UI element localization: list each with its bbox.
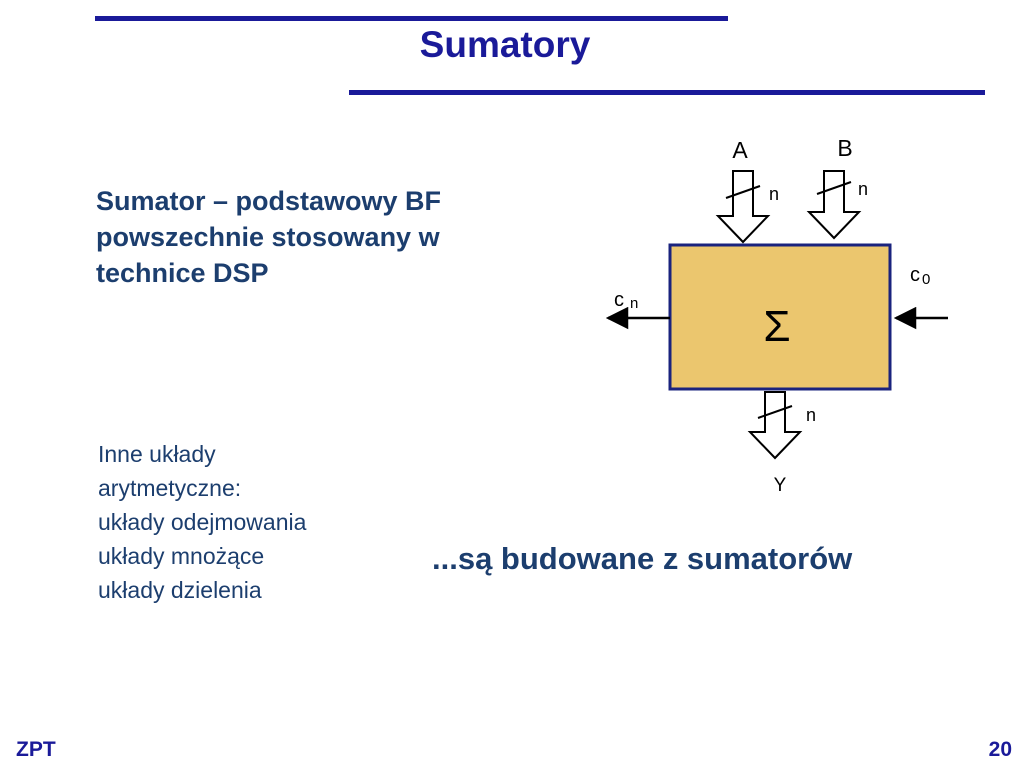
- carry-in-subscript: 0: [922, 271, 930, 288]
- carry-out-subscript: n: [630, 295, 638, 312]
- input-b-label: B: [837, 135, 852, 161]
- other-circuits-line: układy dzielenia: [98, 577, 262, 603]
- input-b-bus-arrow: [806, 170, 862, 240]
- output-y-bus-slash: [757, 405, 793, 419]
- other-circuits-line: układy mnożące: [98, 543, 265, 569]
- input-b-width-label: n: [858, 179, 868, 199]
- input-b-bus-slash: [816, 181, 852, 195]
- carry-out-letter: c: [614, 289, 624, 311]
- intro-text: Sumator – podstawowy BF powszechnie stos…: [96, 186, 442, 288]
- other-circuits-line: układy odejmowania: [98, 509, 307, 535]
- output-y-width-label: n: [806, 405, 816, 425]
- output-y-bus-arrow: [747, 391, 803, 460]
- input-a-width-label: n: [769, 184, 779, 204]
- other-circuits-list: Inne układy arytmetyczne: układy odejmow…: [98, 437, 398, 607]
- page-number: 20: [988, 738, 1012, 761]
- input-a-bus-slash: [725, 185, 761, 199]
- input-a-label: A: [732, 137, 748, 163]
- other-circuits-line: arytmetyczne:: [98, 475, 242, 501]
- other-circuits-line: Inne układy: [98, 441, 216, 467]
- output-y-label: Y: [774, 475, 787, 496]
- carry-in-letter: c: [910, 264, 920, 286]
- input-a-bus-arrow: [715, 170, 771, 244]
- title-rule-top: [95, 16, 728, 21]
- footer-label: ZPT: [16, 738, 56, 761]
- sigma-symbol: Σ: [763, 302, 790, 351]
- title-rule-bottom: [349, 90, 985, 95]
- built-from-adders-text: ...są budowane z sumatorów: [432, 541, 853, 576]
- slide-title: Sumatory: [419, 24, 591, 65]
